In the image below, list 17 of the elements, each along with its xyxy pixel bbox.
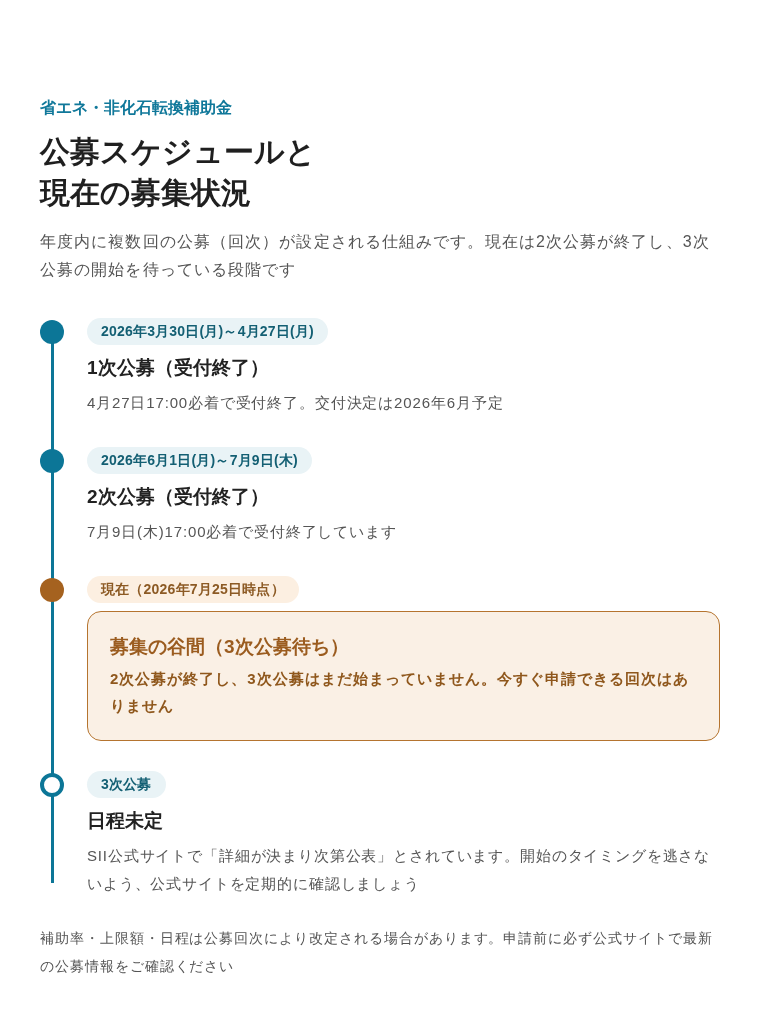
page-title: 公募スケジュールと現在の募集状況 [40, 134, 317, 211]
round-description: 7月9日(木)17:00必着で受付終了しています [87, 522, 398, 542]
status-card [87, 611, 720, 741]
date-tag: 3次公募 [87, 771, 166, 798]
round-description: 4月27日17:00必着で受付終了。交付決定は2026年6月予定 [87, 393, 505, 413]
card-text: 2次公募が終了し、3次公募はまだ始まっていません。今すぐ申請できる回次はありません [110, 669, 690, 716]
card-heading: 募集の谷間（3次公募待ち） [110, 635, 350, 659]
intro-text: 年度内に複数回の公募（回次）が設定される仕組みです。現在は2次公募が終了し、3次公募の開始を待っている段階です [40, 232, 711, 280]
date-tag: 現在（2026年7月25日時点） [87, 576, 299, 603]
round-title: 2次公募（受付終了） [87, 485, 270, 509]
date-tag: 2026年6月1日(月)～7月9日(木) [87, 447, 312, 474]
date-tag: 2026年3月30日(月)～4月27日(月) [87, 318, 328, 345]
round-title: 日程未定 [87, 809, 164, 833]
footnote-text: 補助率・上限額・日程は公募回次により改定される場合があります。申請前に必ず公式サイトで最新の公募情報をご確認ください [40, 929, 714, 976]
round-title: 1次公募（受付終了） [87, 356, 270, 380]
subsidy-name: 省エネ・非化石転換補助金 [40, 98, 233, 118]
round-description: SII公式サイトで「詳細が決まり次第公表」とされています。開始のタイミングを逃さないよう、公式サイトを定期的に確認しましょう [87, 846, 712, 894]
